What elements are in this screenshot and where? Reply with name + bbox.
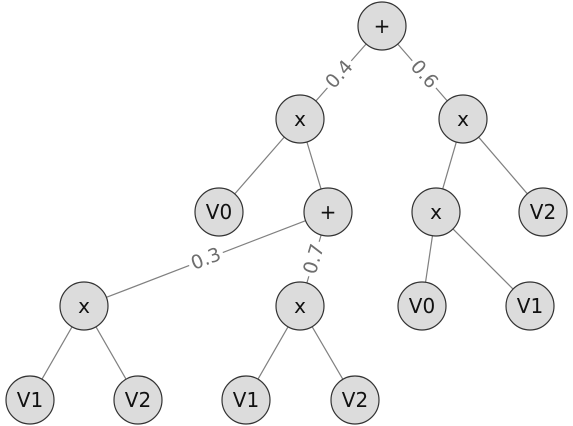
node-label: V1: [233, 388, 259, 412]
node-circle: [221, 375, 271, 425]
node-circle: [59, 281, 109, 331]
node-circle: [275, 94, 325, 144]
tree-node-n2: x: [438, 94, 488, 144]
node-label: x: [457, 107, 469, 131]
tree-node-n4: +: [303, 187, 353, 237]
node-circle: [303, 187, 353, 237]
edges-layer: [41, 43, 528, 380]
edge-weight-label-background: [319, 53, 360, 96]
edge-n5-n9: [424, 235, 434, 283]
edge-n2-n5: [442, 141, 457, 190]
node-label: x: [78, 294, 90, 318]
edge-n1-n4: [306, 141, 322, 190]
node-circle: [357, 1, 407, 51]
tree-node-n3: V0: [194, 187, 244, 237]
node-label: V1: [17, 388, 43, 412]
tree-node-n1: x: [275, 94, 325, 144]
edge-weight-label-group: 0.7: [298, 238, 330, 280]
edge-n1-n3: [234, 136, 285, 195]
node-circle: [113, 375, 163, 425]
node-circle: [330, 375, 380, 425]
node-label: +: [374, 14, 391, 38]
tree-node-n12: V2: [113, 375, 163, 425]
node-label: x: [294, 107, 306, 131]
tree-node-n6: V2: [518, 187, 568, 237]
tree-node-n13: V1: [221, 375, 271, 425]
node-label: x: [294, 294, 306, 318]
node-label: +: [320, 200, 337, 224]
node-circle: [505, 281, 555, 331]
node-circle: [194, 187, 244, 237]
edge-weight-label: 0.6: [406, 56, 442, 93]
edge-n7-n12: [95, 326, 127, 380]
node-circle: [5, 375, 55, 425]
tree-node-n8: x: [275, 281, 325, 331]
node-label: x: [430, 200, 442, 224]
edge-weight-label-group: 0.4: [319, 53, 360, 96]
edge-weight-label: 0.4: [321, 56, 357, 93]
node-label: V0: [409, 294, 435, 318]
edge-weight-label-group: 0.3: [185, 242, 227, 276]
edge-weight-label-background: [298, 238, 330, 280]
node-label: V0: [206, 200, 232, 224]
node-circle: [438, 94, 488, 144]
node-label: V2: [342, 388, 368, 412]
tree-node-n10: V1: [505, 281, 555, 331]
edge-n8-n14: [311, 326, 344, 380]
node-label: V2: [530, 200, 556, 224]
tree-node-n7: x: [59, 281, 109, 331]
node-circle: [397, 281, 447, 331]
edge-n7-n11: [41, 326, 73, 380]
edge-weight-label: 0.7: [299, 241, 329, 276]
tree-node-n14: V2: [330, 375, 380, 425]
node-circle: [411, 187, 461, 237]
node-circle: [275, 281, 325, 331]
node-label: V1: [517, 294, 543, 318]
edge-weight-label-group: 0.6: [404, 53, 445, 96]
edge-weight-label-background: [404, 53, 445, 96]
tree-node-n9: V0: [397, 281, 447, 331]
tree-node-n5: x: [411, 187, 461, 237]
tree-node-n11: V1: [5, 375, 55, 425]
edge-n5-n10: [452, 228, 514, 290]
edge-weight-label-background: [185, 242, 227, 276]
node-circle: [518, 187, 568, 237]
edge-n2-n6: [478, 136, 528, 195]
node-label: V2: [125, 388, 151, 412]
edge-n8-n13: [257, 326, 289, 380]
tree-node-n0: +: [357, 1, 407, 51]
